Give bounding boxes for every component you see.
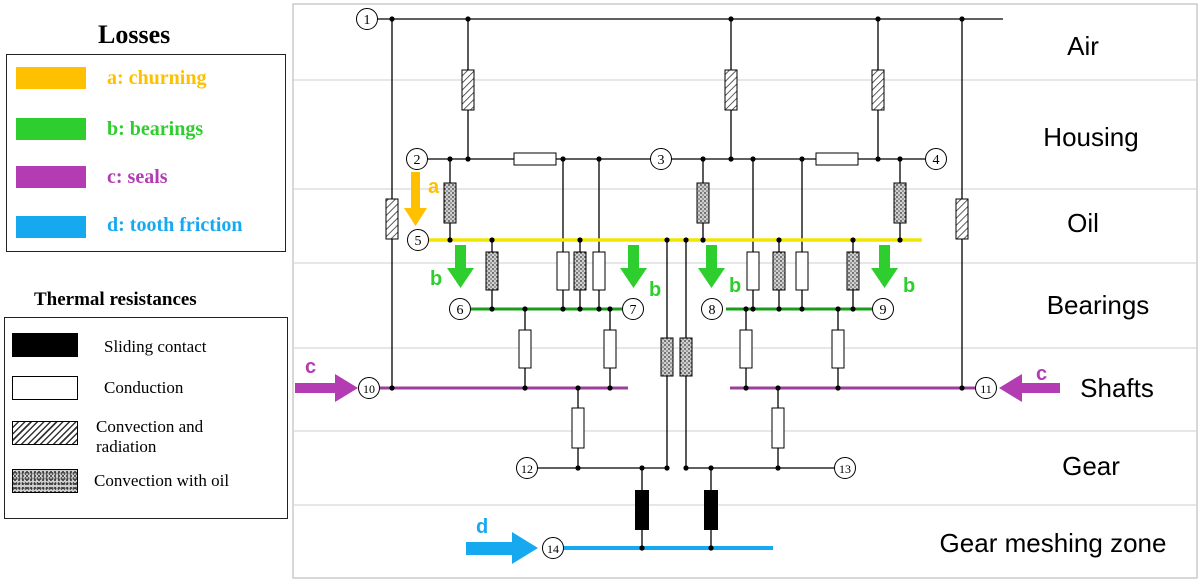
node-3: 3: [658, 153, 665, 168]
bearing-letter-2: b: [649, 279, 661, 301]
seal-arrow-right: [999, 374, 1060, 402]
seal-letter-right: c: [1036, 363, 1047, 385]
bearing-letter-4: b: [903, 275, 915, 297]
sliding-contact-label: Sliding contact: [104, 337, 207, 356]
node-13: 13: [839, 462, 851, 476]
node-labels: 1 2 3 4 5 6 7 8 9 10 11 12 13 14: [363, 13, 992, 556]
node-4: 4: [933, 153, 940, 168]
conduction-label: Conduction: [104, 378, 184, 397]
churning-letter: a: [428, 176, 440, 198]
tooth-friction-arrow: [466, 532, 538, 564]
node-8: 8: [709, 303, 716, 318]
zone-label-bearings: Bearings: [1047, 290, 1150, 320]
zone-label-gear: Gear: [1062, 451, 1120, 481]
losses-legend-title: Losses: [98, 20, 171, 49]
node-12: 12: [521, 462, 533, 476]
convection-radiation-swatch: [12, 421, 78, 445]
conduction-resistors: [513, 152, 859, 449]
bearing-letter-3: b: [729, 275, 741, 297]
churning-swatch: [16, 67, 86, 89]
seals-swatch: [16, 166, 86, 188]
zone-label-gear-meshing: Gear meshing zone: [940, 528, 1167, 558]
node-1: 1: [364, 13, 371, 28]
seal-arrow-left: [295, 374, 358, 402]
node-11: 11: [980, 382, 992, 396]
node-10: 10: [363, 382, 375, 396]
zone-label-shafts: Shafts: [1080, 373, 1154, 403]
convection-radiation-resistors: [385, 69, 969, 240]
bearing-letter-1: b: [430, 268, 442, 290]
bearings-swatch: [16, 118, 86, 140]
tooth-friction-letter: d: [476, 516, 488, 538]
bearing-arrows: [447, 245, 898, 288]
convection-radiation-label: Convection and radiation: [96, 417, 204, 456]
churning-label: a: churning: [107, 67, 207, 89]
seals-label: c: seals: [107, 166, 168, 188]
node-14: 14: [547, 542, 559, 556]
zone-label-air: Air: [1067, 31, 1099, 61]
churning-arrow: [404, 172, 427, 226]
node-2: 2: [414, 153, 421, 168]
seal-letter-left: c: [305, 356, 316, 378]
diagram-frame: [292, 3, 1198, 579]
tooth-friction-label: d: tooth friction: [107, 214, 243, 236]
node-circles: [356, 8, 997, 559]
resistances-legend-title: Thermal resistances: [34, 289, 197, 310]
tooth-friction-swatch: [16, 216, 86, 238]
junction-dots: [389, 16, 965, 551]
convection-oil-swatch: [12, 469, 78, 493]
bearings-label: b: bearings: [107, 118, 204, 140]
convection-oil-resistors: [443, 182, 907, 377]
sliding-contact-swatch: [12, 333, 78, 357]
convection-oil-label: Convection with oil: [94, 471, 230, 490]
node-5: 5: [415, 234, 422, 249]
node-9: 9: [880, 303, 887, 318]
node-6: 6: [457, 303, 464, 318]
conduction-swatch: [12, 376, 78, 400]
sliding-contact-resistors: [635, 490, 718, 530]
node-7: 7: [630, 303, 637, 318]
zone-label-oil: Oil: [1067, 208, 1099, 238]
zone-label-housing: Housing: [1043, 122, 1138, 152]
